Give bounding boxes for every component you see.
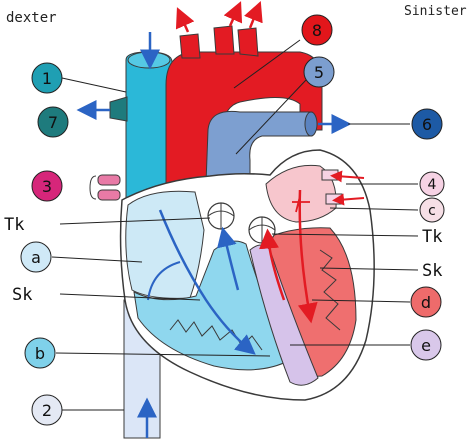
brachiocephalic-trunk	[179, 33, 201, 59]
callout-4: 4	[419, 171, 445, 197]
left-subclavian	[237, 27, 259, 57]
leader-sk-right	[319, 267, 419, 271]
sk-right-label: Sk	[422, 261, 442, 281]
leader-1	[61, 77, 127, 93]
coronary-vessel-lower	[97, 189, 121, 201]
leader-tk-left	[59, 217, 211, 225]
coronary-bracket	[89, 175, 97, 200]
coronary-vessel-upper	[97, 174, 121, 186]
callout-4-text: 4	[428, 177, 437, 193]
aorta-arrow-3	[244, 1, 263, 29]
callout-c: c	[419, 197, 445, 223]
callout-8-text: 8	[312, 21, 322, 40]
pulmonary-vein-arrow-2	[332, 193, 365, 206]
leader-c	[329, 207, 419, 211]
right-heart-flow-arrow	[158, 209, 256, 355]
callout-6: 6	[411, 108, 443, 140]
callout-e-text: e	[421, 336, 431, 355]
sk-left-label: Sk	[12, 285, 32, 305]
callout-6-text: 6	[422, 115, 432, 134]
callout-7: 7	[37, 106, 69, 138]
aorta-arrow-1	[175, 7, 195, 33]
callout-1: 1	[31, 62, 63, 94]
callout-a: a	[20, 241, 52, 273]
aorta-arrow-2	[223, 1, 243, 27]
mitral-flow-mark	[292, 195, 310, 213]
callout-d-text: d	[421, 293, 431, 312]
callout-b: b	[24, 337, 56, 369]
right-ventricle-out-arrow	[217, 226, 240, 291]
right-atrium-loop-arrow	[147, 261, 181, 301]
pulmonary-vein-upper	[321, 169, 339, 181]
left-ventricle-out-arrow	[259, 228, 286, 301]
leader-b	[55, 352, 271, 357]
leader-d	[311, 299, 411, 303]
callout-8: 8	[301, 14, 333, 46]
callout-d: d	[410, 286, 442, 318]
left-ventricle-muscle	[319, 249, 341, 331]
callout-3-text: 3	[42, 177, 52, 196]
left-common-carotid	[213, 25, 235, 55]
leader-5	[235, 79, 307, 155]
pulmonary-vein-arrow-1	[330, 170, 365, 183]
sinister-label: Sinister	[404, 4, 467, 19]
callout-7-text: 7	[48, 113, 58, 132]
callout-2-text: 2	[42, 401, 52, 420]
leader-8	[233, 39, 301, 89]
tk-right-label: Tk	[422, 227, 442, 247]
callout-5: 5	[303, 56, 335, 88]
leader-tk-right	[271, 233, 419, 237]
pulmonary-artery-opening	[304, 111, 318, 137]
callout-a-text: a	[31, 248, 41, 267]
callout-e: e	[410, 329, 442, 361]
callout-3: 3	[31, 170, 63, 202]
right-atrium	[125, 190, 205, 299]
callout-2: 2	[31, 394, 63, 426]
tk-left-label: Tk	[4, 215, 24, 235]
callout-1-text: 1	[42, 69, 52, 88]
leader-lines	[51, 39, 419, 411]
callout-b-text: b	[35, 344, 45, 363]
callout-c-text: c	[428, 203, 436, 219]
leader-a	[51, 256, 143, 263]
leader-sk-left	[59, 293, 201, 301]
left-heart-flow-arrow	[297, 189, 318, 324]
dexter-label: dexter	[6, 10, 57, 26]
pulmonary-valve-cusps	[207, 203, 235, 229]
callout-5-text: 5	[314, 63, 324, 82]
azygos-vein	[109, 96, 128, 122]
